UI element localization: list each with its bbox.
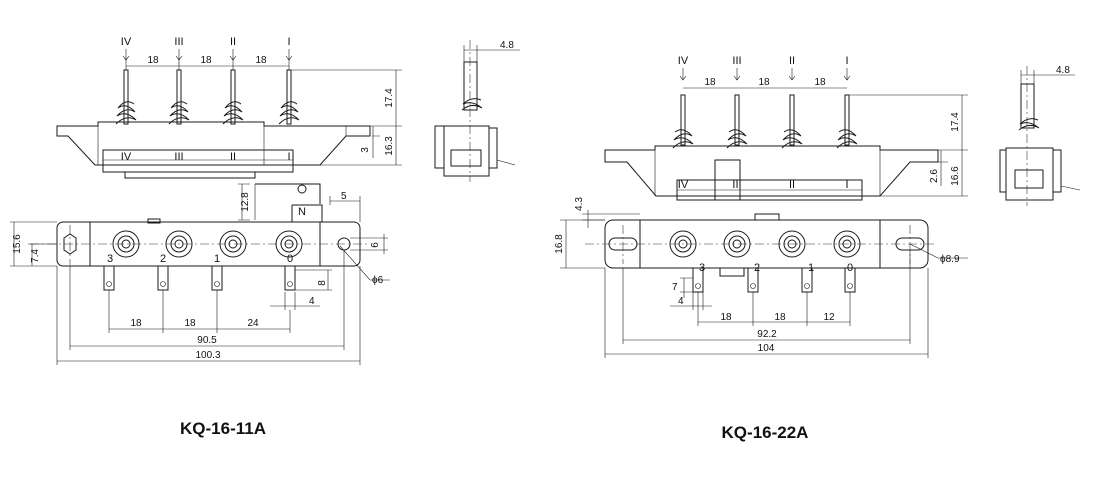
left-pitch-1: 18 <box>147 55 159 66</box>
right-switch-drawing: IV III II I IV III II I 18 18 18 17.4 16… <box>554 55 1081 442</box>
left-term-pitch-2: 18 <box>184 318 196 329</box>
right-step-height: 2.6 <box>929 169 940 183</box>
right-term-3: 3 <box>699 262 705 274</box>
right-plungers <box>672 94 858 149</box>
right-terminals <box>692 267 856 293</box>
left-pos-label-4: IV <box>121 36 132 48</box>
right-side-width: 4.8 <box>1056 65 1070 76</box>
right-term-pitch-2: 18 <box>774 312 786 323</box>
right-body-height: 16.6 <box>950 166 961 186</box>
right-pitch-2: 18 <box>758 77 770 88</box>
left-plan-view: N 3 2 1 0 12.8 <box>10 183 390 365</box>
left-step-height: 3 <box>360 147 371 153</box>
right-terminal-width: 4 <box>678 296 684 307</box>
left-inner-length: 90.5 <box>197 335 217 346</box>
right-pos-label-3: III <box>732 55 741 67</box>
right-top-height: 4.3 <box>574 197 585 211</box>
left-neutral-label: N <box>298 206 306 218</box>
left-term-2: 2 <box>160 253 166 265</box>
left-terminals <box>103 265 296 291</box>
right-pitch-1: 18 <box>704 77 716 88</box>
right-pos-label-bottom-3: III <box>732 179 741 191</box>
left-term-pitch-3: 24 <box>247 318 259 329</box>
left-front-view: IV III II I IV III II I 18 18 18 17.4 16… <box>56 36 402 179</box>
left-tab-offset: 5 <box>341 191 347 202</box>
left-pos-label-3: III <box>174 36 183 48</box>
left-terminal-width: 4 <box>309 296 315 307</box>
right-total-length: 104 <box>758 343 775 354</box>
left-plungers <box>115 58 300 125</box>
right-term-pitch-1: 18 <box>720 312 732 323</box>
right-stem-height: 17.4 <box>950 112 961 132</box>
right-term-2: 2 <box>754 262 760 274</box>
right-pos-label-1: I <box>845 55 848 67</box>
right-term-0: 0 <box>847 262 853 274</box>
right-front-view: IV III II I IV III II I 18 18 18 17.4 16… <box>604 55 968 201</box>
left-term-3: 3 <box>107 253 113 265</box>
right-hole-diameter: ϕ8.9 <box>940 254 960 265</box>
right-term-1: 1 <box>808 262 814 274</box>
left-pos-label-bottom-4: IV <box>121 151 132 163</box>
left-term-pitch-1: 18 <box>130 318 142 329</box>
right-pos-label-bottom-4: IV <box>678 179 689 191</box>
left-side-view: 4.8 <box>434 40 520 182</box>
right-pos-label-bottom-2: II <box>789 179 795 191</box>
left-pitch-2: 18 <box>200 55 212 66</box>
left-pos-label-bottom-3: III <box>174 151 183 163</box>
left-tab-height: 12.8 <box>240 192 251 212</box>
left-stem-height: 17.4 <box>384 88 395 108</box>
left-terminal-side: 8 <box>317 280 328 286</box>
left-pos-label-2: II <box>230 36 236 48</box>
right-height: 16.8 <box>554 234 565 254</box>
right-pos-label-2: II <box>789 55 795 67</box>
left-model-label: KQ-16-11A <box>180 419 266 438</box>
left-pos-label-1: I <box>287 36 290 48</box>
right-model-label: KQ-16-22A <box>722 423 809 442</box>
left-slot-width: 6 <box>370 242 381 248</box>
left-pos-label-bottom-2: II <box>230 151 236 163</box>
right-pos-label-bottom-1: I <box>845 179 848 191</box>
right-inner-length: 92.2 <box>757 329 777 340</box>
left-half-height: 7.4 <box>30 249 41 263</box>
left-pitch-3: 18 <box>255 55 267 66</box>
left-switch-drawing: IV III II I IV III II I 18 18 18 17.4 16… <box>10 36 520 438</box>
left-side-width: 4.8 <box>500 40 514 51</box>
left-total-length: 100.3 <box>195 350 220 361</box>
right-side-view: 4.8 <box>999 65 1081 206</box>
right-plan-view: 3 2 1 0 4.3 16.8 ϕ8.9 7 4 18 18 12 92.2 … <box>554 197 968 358</box>
left-term-0: 0 <box>287 253 293 265</box>
left-hole-diameter: ϕ6 <box>372 275 384 286</box>
left-body-height: 16.3 <box>384 136 395 156</box>
right-terminal-height: 7 <box>672 282 678 293</box>
right-pitch-3: 18 <box>814 77 826 88</box>
left-pos-label-bottom-1: I <box>287 151 290 163</box>
left-height: 15.6 <box>12 234 23 254</box>
right-term-pitch-3: 12 <box>823 312 835 323</box>
left-term-1: 1 <box>214 253 220 265</box>
right-pos-label-4: IV <box>678 55 689 67</box>
